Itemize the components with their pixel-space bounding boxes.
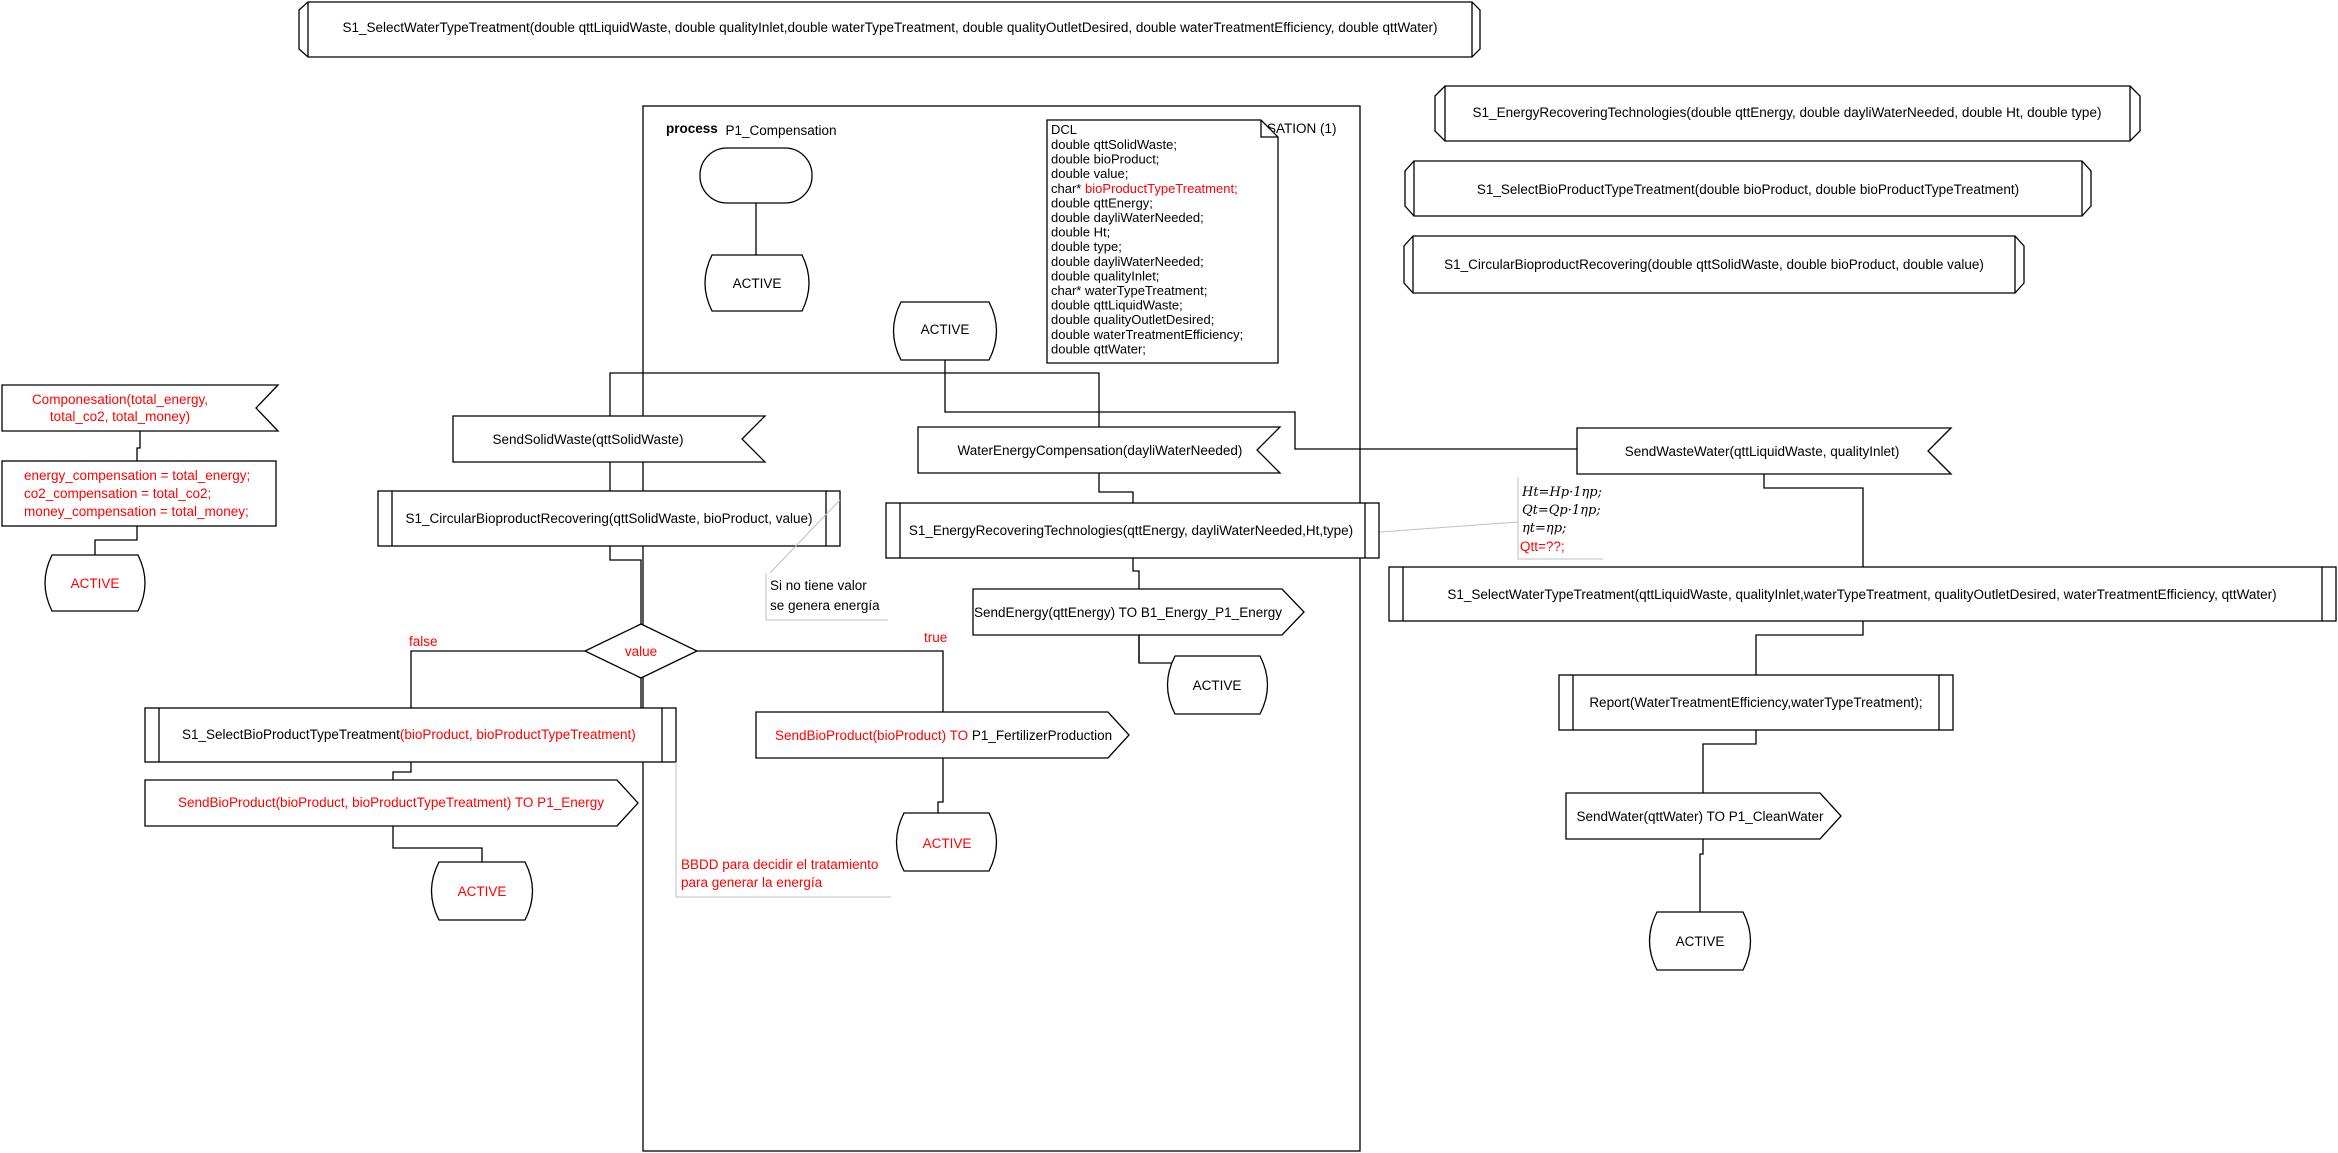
dcl-line: double dayliWaterNeeded; bbox=[1051, 254, 1204, 269]
svg-text:money_compensation = total_mon: money_compensation = total_money; bbox=[24, 504, 249, 519]
dcl-line: double qualityInlet; bbox=[1051, 268, 1159, 283]
procedure-decl-energy: S1_EnergyRecoveringTechnologies(double q… bbox=[1434, 85, 2141, 142]
procedure-decl-bioproduct-label: S1_SelectBioProductTypeTreatment(double … bbox=[1477, 182, 2019, 197]
dcl-title: DCL bbox=[1051, 122, 1077, 137]
svg-text:ACTIVE: ACTIVE bbox=[923, 836, 972, 851]
procedure-decl-circular-label: S1_CircularBioproductRecovering(double q… bbox=[1444, 257, 1984, 272]
dcl-line: double Ht; bbox=[1051, 225, 1110, 240]
process-frame: process P1_Compensation SATION (1) bbox=[642, 105, 1361, 1152]
dcl-line: double qttSolidWaste; bbox=[1051, 137, 1177, 152]
svg-text:ηt=ηp;: ηt=ηp; bbox=[1522, 521, 1566, 536]
dcl-line: double qttLiquidWaste; bbox=[1051, 298, 1183, 313]
svg-text:SendWasteWater(qttLiquidWaste,: SendWasteWater(qttLiquidWaste, qualityIn… bbox=[1625, 444, 1900, 459]
output-water-energy-compensation: WaterEnergyCompensation(dayliWaterNeeded… bbox=[917, 426, 1282, 474]
decision-true-label: true bbox=[924, 630, 947, 645]
svg-text:ACTIVE: ACTIVE bbox=[458, 884, 507, 899]
svg-text:Si no tiene valor: Si no tiene valor bbox=[770, 578, 867, 593]
dcl-line: char* bioProductTypeTreatment; bbox=[1051, 181, 1238, 196]
dcl-line: char* waterTypeTreatment; bbox=[1051, 283, 1207, 298]
call-circular-bioproduct-recovering: S1_CircularBioproductRecovering(qttSolid… bbox=[377, 490, 841, 547]
decision-false-label: false bbox=[409, 634, 438, 649]
process-name: P1_Compensation bbox=[725, 123, 836, 138]
state-main-active: ACTIVE bbox=[892, 301, 998, 361]
svg-text:Componesation(total_energy,: Componesation(total_energy, bbox=[32, 392, 208, 407]
comment-formulas: Ht=Hp·1ηp; Qt=Qp·1ηp; ηt=ηp; Qtt=??; bbox=[1379, 477, 1603, 560]
dcl-line: double waterTreatmentEfficiency; bbox=[1051, 327, 1243, 342]
dcl-line: double value; bbox=[1051, 166, 1128, 181]
svg-text:co2_compensation = total_co2;: co2_compensation = total_co2; bbox=[24, 486, 211, 501]
svg-text:WaterEnergyCompensation(dayliW: WaterEnergyCompensation(dayliWaterNeeded… bbox=[958, 443, 1243, 458]
dcl-declaration-box: DCL double qttSolidWaste;double bioProdu… bbox=[1046, 119, 1279, 364]
svg-text:SendBioProduct(bioProduct) TO: SendBioProduct(bioProduct) TO P1_Fertili… bbox=[775, 728, 1112, 743]
svg-text:S1_CircularBioproductRecoverin: S1_CircularBioproductRecovering(qttSolid… bbox=[406, 511, 813, 526]
call-energy-recovering-technologies: S1_EnergyRecoveringTechnologies(qttEnerg… bbox=[885, 502, 1380, 559]
dcl-variable-list: double qttSolidWaste;double bioProduct;d… bbox=[1051, 137, 1243, 356]
procedure-decl-bioproduct: S1_SelectBioProductTypeTreatment(double … bbox=[1404, 160, 2092, 217]
state-true-branch-active: ACTIVE bbox=[895, 812, 998, 872]
svg-text:ACTIVE: ACTIVE bbox=[733, 276, 782, 291]
output-send-solid-waste: SendSolidWaste(qttSolidWaste) bbox=[452, 415, 767, 463]
comment-bbdd: BBDD para decidir el tratamiento para ge… bbox=[675, 762, 891, 898]
procedure-decl-circular: S1_CircularBioproductRecovering(double q… bbox=[1403, 235, 2025, 294]
svg-text:energy_compensation = total_en: energy_compensation = total_energy; bbox=[24, 468, 250, 483]
dcl-line: double qttEnergy; bbox=[1051, 195, 1153, 210]
svg-text:S1_EnergyRecoveringTechnologie: S1_EnergyRecoveringTechnologies(qttEnerg… bbox=[909, 523, 1353, 538]
svg-text:ACTIVE: ACTIVE bbox=[1676, 934, 1725, 949]
process-header-fragment: SATION (1) bbox=[1267, 121, 1337, 136]
state-left-active: ACTIVE bbox=[44, 554, 146, 612]
svg-text:se genera energía: se genera energía bbox=[770, 598, 880, 613]
output-send-bioproduct-fertilizer: SendBioProduct(bioProduct) TO P1_Fertili… bbox=[755, 711, 1130, 759]
decision-value: value bbox=[583, 623, 699, 679]
task-compensation-assignments: energy_compensation = total_energy; co2_… bbox=[1, 460, 277, 527]
svg-text:para generar la energía: para generar la energía bbox=[681, 875, 823, 890]
svg-text:SendWater(qttWater) TO P1_Clea: SendWater(qttWater) TO P1_CleanWater bbox=[1576, 809, 1824, 824]
state-initial-active: ACTIVE bbox=[704, 254, 810, 312]
input-componesation: Componesation(total_energy, total_co2, t… bbox=[1, 384, 280, 432]
state-false-branch-active: ACTIVE bbox=[430, 861, 534, 921]
dcl-line: double type; bbox=[1051, 239, 1122, 254]
state-energy-active: ACTIVE bbox=[1166, 655, 1269, 715]
svg-text:Qtt=??;: Qtt=??; bbox=[1520, 539, 1565, 554]
top-procedure-label: S1_SelectWaterTypeTreatment(double qttLi… bbox=[342, 20, 1437, 35]
svg-text:Ht=Hp·1ηp;: Ht=Hp·1ηp; bbox=[1521, 485, 1602, 500]
svg-text:BBDD para decidir el tratamien: BBDD para decidir el tratamiento bbox=[681, 857, 878, 872]
procedure-decl-energy-label: S1_EnergyRecoveringTechnologies(double q… bbox=[1473, 105, 2102, 120]
comment-no-value: Si no tiene valor se genera energía bbox=[765, 499, 888, 621]
call-select-bioproduct-type-treatment: S1_SelectBioProductTypeTreatment(bioProd… bbox=[144, 707, 677, 763]
svg-text:S1_SelectBioProductTypeTreatme: S1_SelectBioProductTypeTreatment(bioProd… bbox=[182, 727, 636, 742]
svg-text:Qt=Qp·1ηp;: Qt=Qp·1ηp; bbox=[1522, 503, 1601, 518]
dcl-line: double bioProduct; bbox=[1051, 152, 1159, 167]
process-keyword: process bbox=[666, 121, 718, 136]
svg-text:ACTIVE: ACTIVE bbox=[921, 322, 970, 337]
output-send-energy: SendEnergy(qttEnergy) TO B1_Energy_P1_En… bbox=[972, 588, 1305, 636]
state-water-active: ACTIVE bbox=[1648, 911, 1752, 971]
top-procedure-declaration: S1_SelectWaterTypeTreatment(double qttLi… bbox=[298, 1, 1481, 58]
output-send-water: SendWater(qttWater) TO P1_CleanWater bbox=[1565, 792, 1842, 840]
svg-text:ACTIVE: ACTIVE bbox=[71, 576, 120, 591]
svg-text:SendBioProduct(bioProduct, bio: SendBioProduct(bioProduct, bioProductTyp… bbox=[178, 795, 604, 810]
start-symbol bbox=[699, 147, 813, 204]
svg-text:S1_SelectWaterTypeTreatment(qt: S1_SelectWaterTypeTreatment(qttLiquidWas… bbox=[1447, 587, 2276, 602]
dcl-line: double dayliWaterNeeded; bbox=[1051, 210, 1204, 225]
svg-text:value: value bbox=[625, 644, 657, 659]
svg-text:SendSolidWaste(qttSolidWaste): SendSolidWaste(qttSolidWaste) bbox=[492, 432, 683, 447]
output-send-bioproduct-energy: SendBioProduct(bioProduct, bioProductTyp… bbox=[144, 779, 639, 827]
call-select-water-type-treatment: S1_SelectWaterTypeTreatment(qttLiquidWas… bbox=[1388, 566, 2337, 622]
output-send-waste-water: SendWasteWater(qttLiquidWaste, qualityIn… bbox=[1576, 427, 1953, 475]
svg-text:Report(WaterTreatmentEfficienc: Report(WaterTreatmentEfficiency,waterTyp… bbox=[1589, 695, 1922, 710]
dcl-line: double qttWater; bbox=[1051, 341, 1146, 356]
svg-text:total_co2, total_money): total_co2, total_money) bbox=[50, 409, 190, 424]
svg-text:SendEnergy(qttEnergy) TO B1_En: SendEnergy(qttEnergy) TO B1_Energy_P1_En… bbox=[974, 605, 1282, 620]
svg-text:ACTIVE: ACTIVE bbox=[1193, 678, 1242, 693]
call-report: Report(WaterTreatmentEfficiency,waterTyp… bbox=[1558, 674, 1954, 731]
dcl-line: double qualityOutletDesired; bbox=[1051, 312, 1214, 327]
